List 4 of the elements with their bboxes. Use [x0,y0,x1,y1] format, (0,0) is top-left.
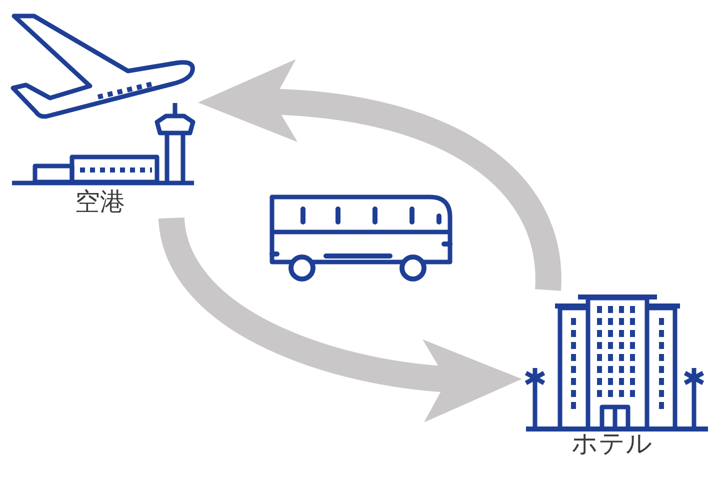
curved-arrow [158,216,522,420]
curved-arrow [198,60,562,290]
place-label: ホテル [572,431,652,457]
place-label: 空港 [75,189,125,214]
